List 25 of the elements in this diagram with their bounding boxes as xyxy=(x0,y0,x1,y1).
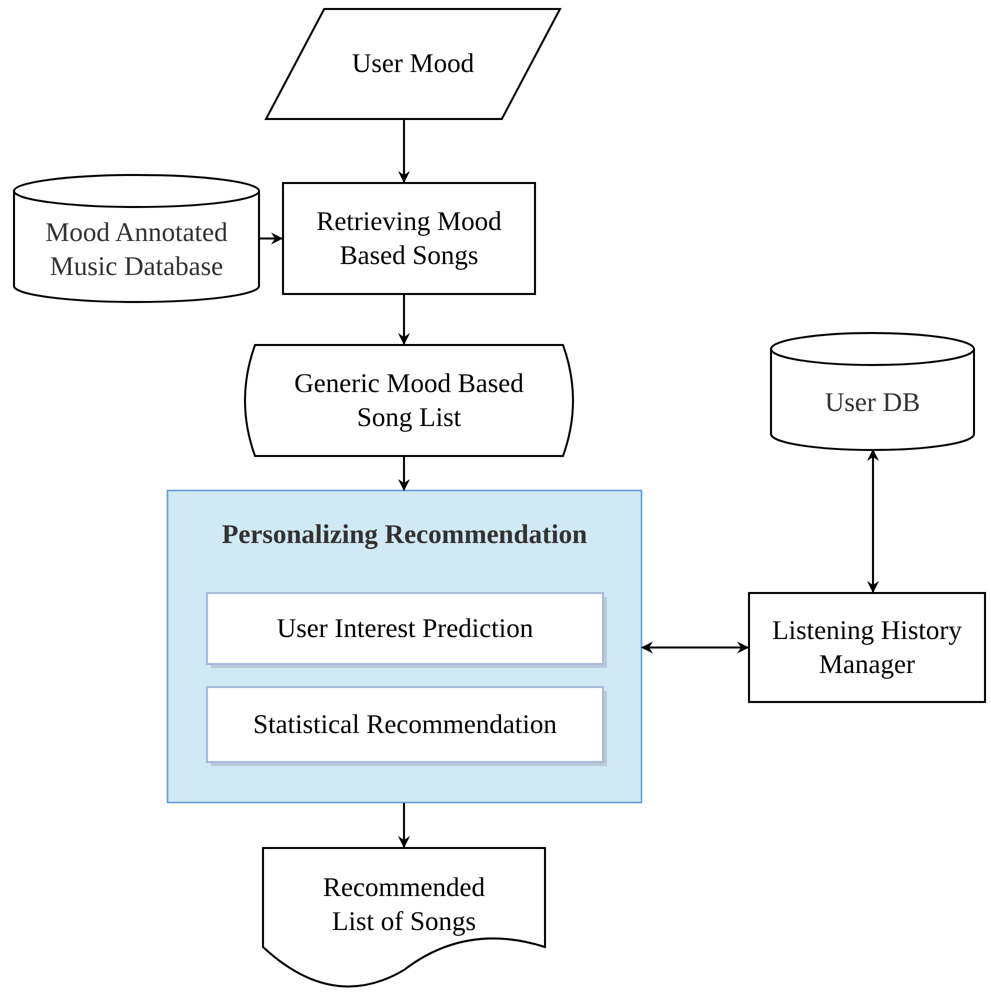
input-parallelogram xyxy=(265,8,561,120)
node-label: Generic Mood Based Song List xyxy=(293,366,525,434)
arrow xyxy=(398,803,410,848)
arrow xyxy=(260,232,283,244)
node-label: Statistical Recommendation xyxy=(253,708,557,741)
arrow xyxy=(641,642,749,654)
node-label: Retrieving Mood Based Songs xyxy=(315,204,503,272)
arrow xyxy=(867,449,879,593)
database-cylinder xyxy=(770,333,975,450)
node-label: Listening History Manager xyxy=(771,614,963,681)
panel-heading: Personalizing Recommendation xyxy=(222,518,588,551)
node-label: User Interest Prediction xyxy=(276,612,534,645)
arrow xyxy=(398,295,410,345)
arrow xyxy=(398,120,410,183)
group-panel xyxy=(167,490,642,803)
database-cylinder xyxy=(13,175,260,302)
process-box xyxy=(748,592,986,703)
node-label: User DB xyxy=(824,386,920,419)
node-label: Mood Annotated Music Database xyxy=(44,216,229,282)
process-box xyxy=(282,182,536,295)
process-box xyxy=(206,592,604,665)
arrow xyxy=(398,457,410,491)
process-box xyxy=(206,686,604,763)
node-label: Recommended List of Songs xyxy=(322,870,486,938)
node-label: User Mood xyxy=(352,47,474,80)
